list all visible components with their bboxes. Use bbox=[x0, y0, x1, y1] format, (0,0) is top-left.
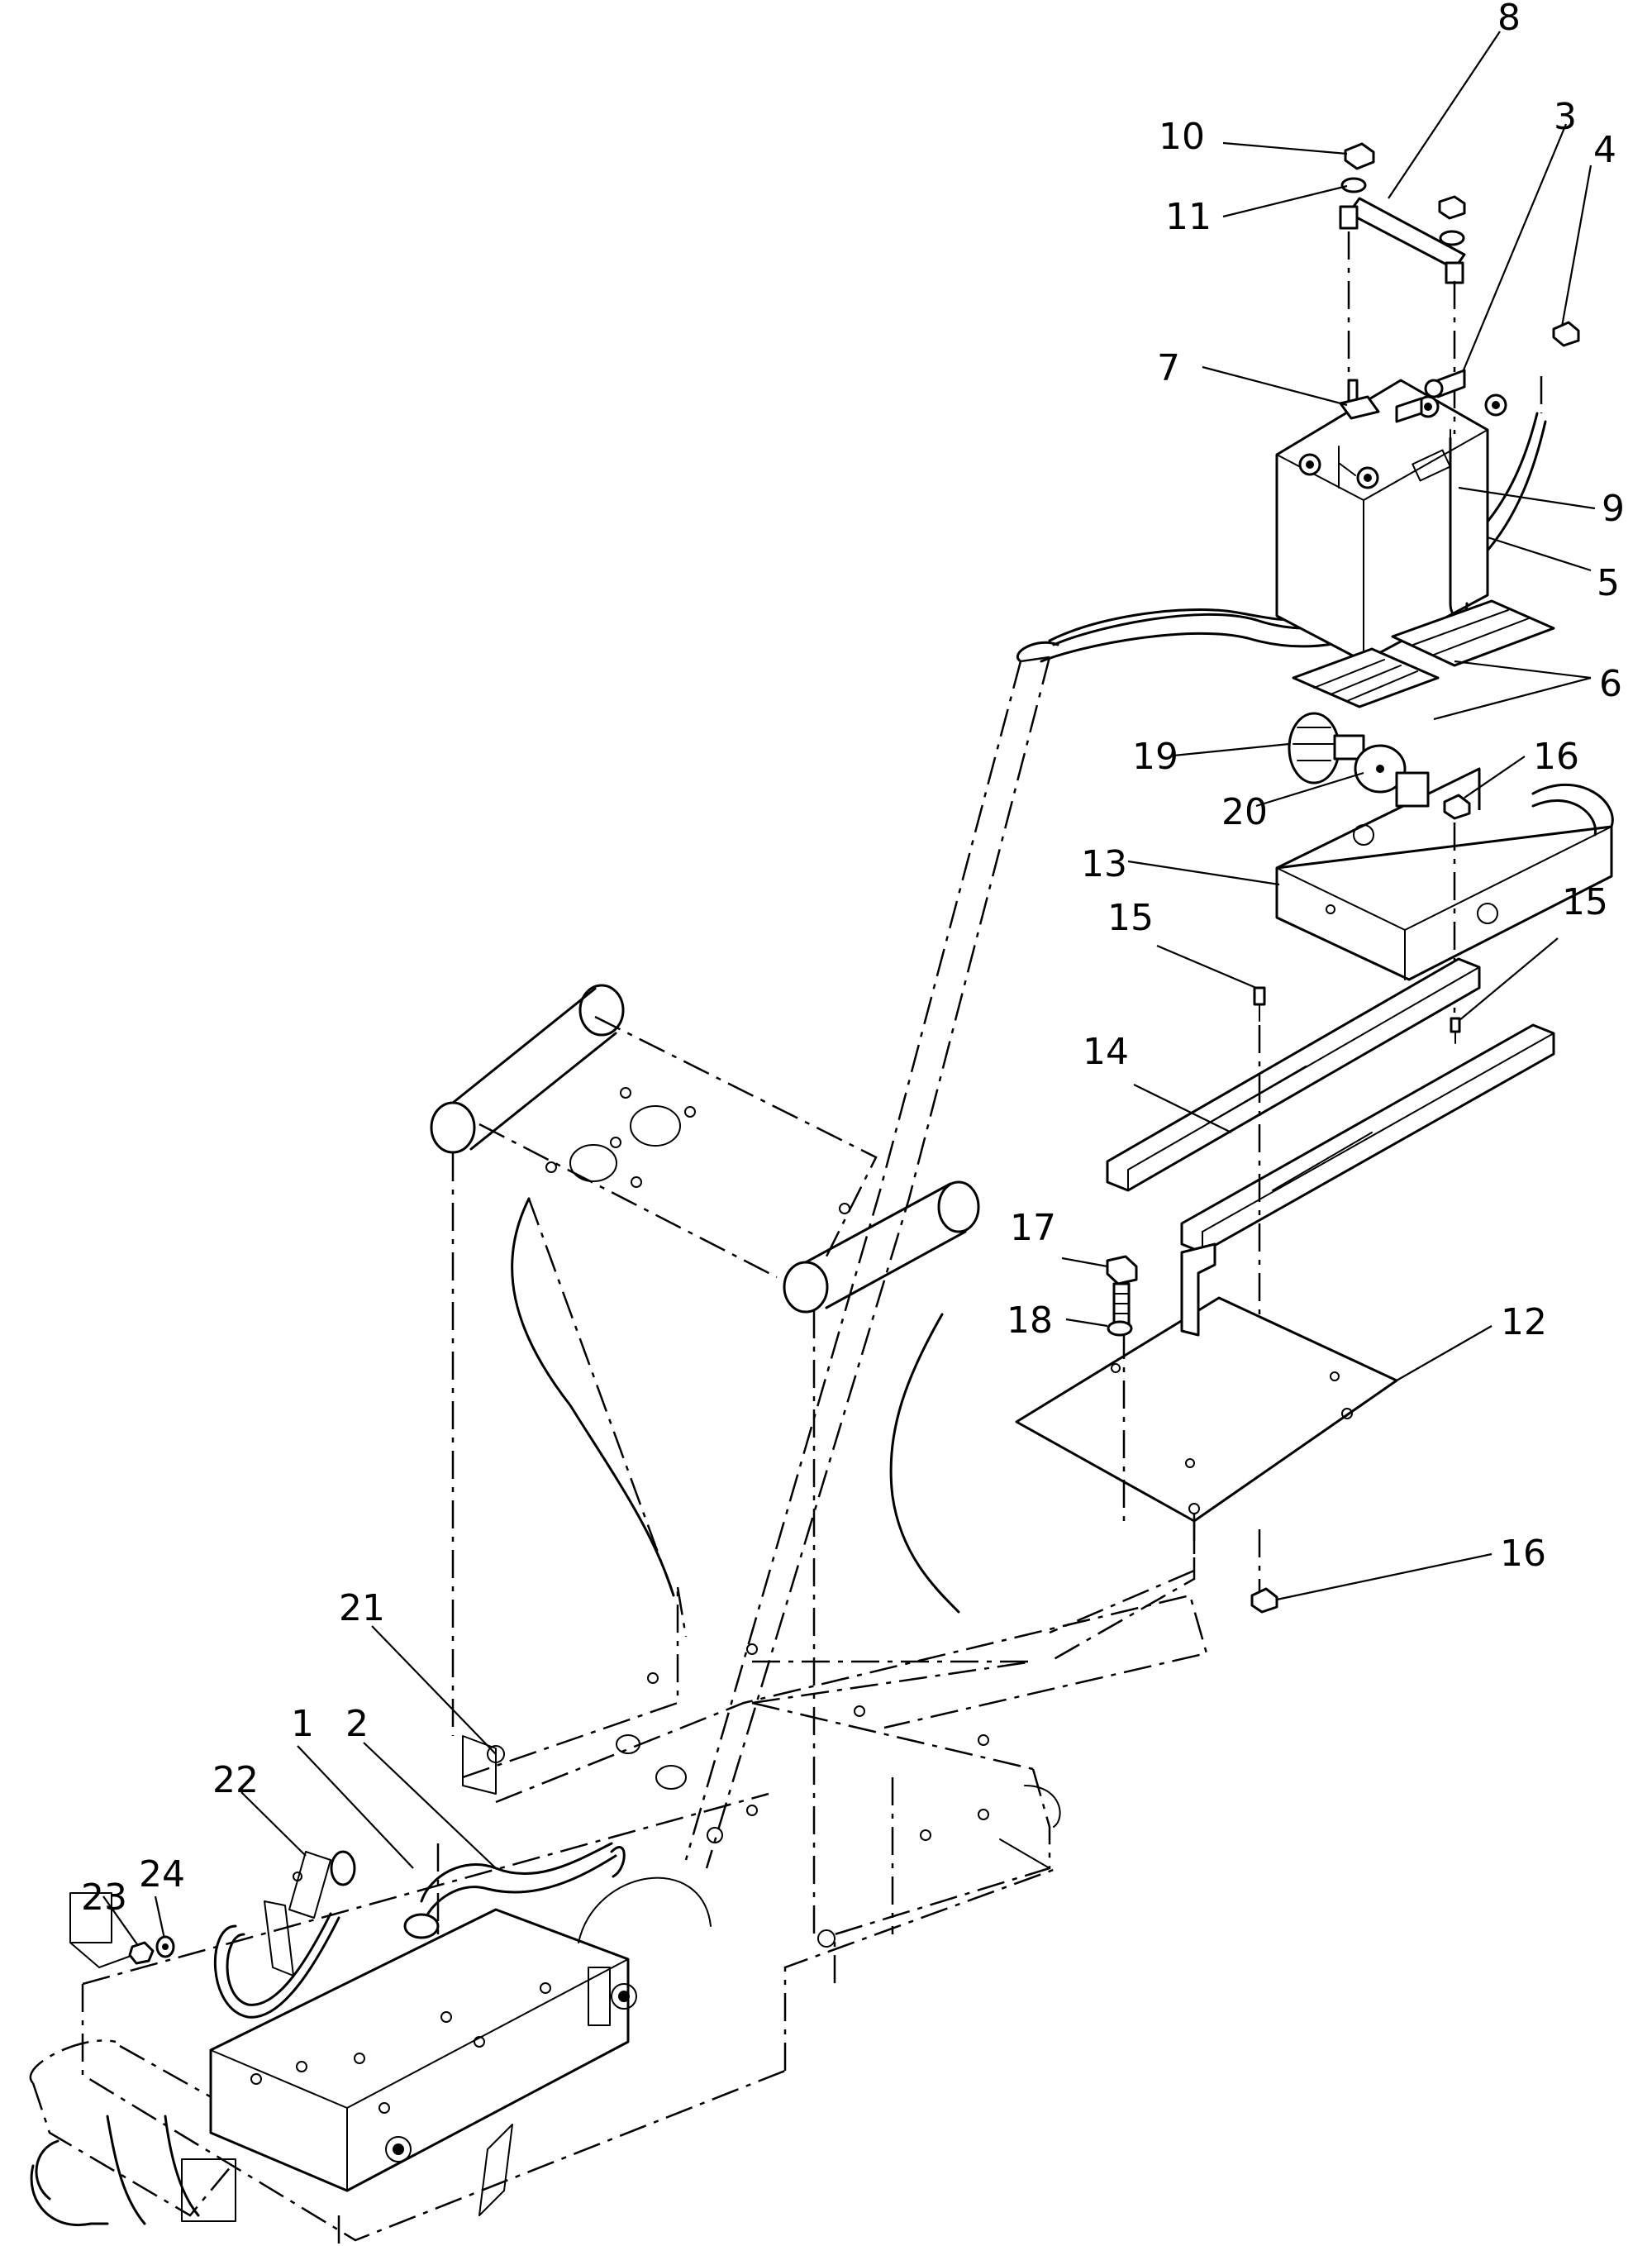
callout-4: 4 bbox=[1593, 129, 1616, 171]
battery bbox=[1275, 379, 1507, 663]
callout-6: 6 bbox=[1599, 663, 1622, 705]
base-plate bbox=[1015, 1242, 1398, 1663]
callout-24: 24 bbox=[139, 1853, 185, 1896]
slide-rails bbox=[1106, 957, 1555, 1347]
battery-cables bbox=[213, 412, 1547, 2019]
battery-tray bbox=[1275, 767, 1614, 1017]
battery-pads bbox=[1288, 599, 1555, 794]
callout-7: 7 bbox=[1157, 347, 1180, 389]
callout-15-left: 15 bbox=[1107, 897, 1154, 939]
callout-16-upper: 16 bbox=[1533, 736, 1579, 778]
callout-2: 2 bbox=[345, 1703, 369, 1745]
callout-1: 1 bbox=[291, 1703, 314, 1745]
hardware-23-24 bbox=[128, 1935, 175, 1965]
callout-13: 13 bbox=[1081, 843, 1127, 885]
callout-10: 10 bbox=[1159, 116, 1205, 158]
callout-21: 21 bbox=[339, 1587, 385, 1629]
callout-9: 9 bbox=[1602, 488, 1625, 530]
callout-11: 11 bbox=[1165, 196, 1212, 238]
callout-23: 23 bbox=[81, 1876, 127, 1919]
callout-labels: 8 3 4 10 11 7 9 5 6 19 20 16 13 15 15 14… bbox=[81, 0, 1625, 1919]
callout-16-lower: 16 bbox=[1500, 1533, 1546, 1575]
callout-3: 3 bbox=[1554, 96, 1577, 138]
callout-15-right: 15 bbox=[1562, 881, 1608, 923]
callout-17: 19 bbox=[1132, 736, 1178, 778]
callout-19: 17 bbox=[1010, 1207, 1056, 1249]
callout-18: 20 bbox=[1221, 791, 1268, 833]
callout-20: 18 bbox=[1007, 1299, 1053, 1342]
callout-12: 12 bbox=[1501, 1301, 1547, 1343]
callout-8: 8 bbox=[1497, 0, 1521, 39]
battery-hold-down bbox=[1339, 142, 1580, 618]
callout-5: 5 bbox=[1597, 562, 1620, 604]
leader-lines bbox=[102, 31, 1596, 1948]
callout-14: 14 bbox=[1083, 1031, 1129, 1073]
frame-phantom bbox=[29, 641, 1208, 2246]
callout-22: 22 bbox=[212, 1759, 259, 1801]
